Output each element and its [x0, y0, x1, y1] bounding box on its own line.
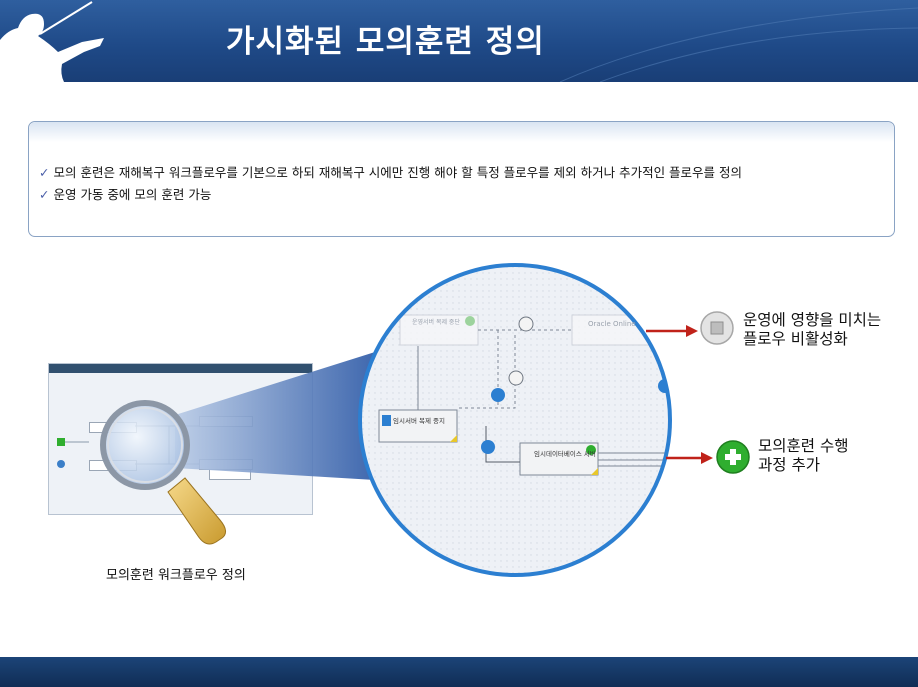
- disabled-node: [399, 314, 479, 346]
- disable-icon: [700, 311, 734, 345]
- zoom-circle-border: [358, 263, 672, 577]
- workflow-node: [519, 442, 599, 476]
- bullet-item: ✓모의 훈련은 재해복구 워크플로우를 기본으로 하되 재해복구 시에만 진행 …: [39, 162, 742, 181]
- annotation-add-step: 모의훈련 수행 과정 추가: [758, 437, 849, 475]
- footer-bar: [0, 657, 918, 687]
- bullet-item: ✓운영 가동 중에 모의 훈련 가능: [39, 184, 211, 203]
- annotation-disable-flow: 운영에 영향을 미치는 플로우 비활성화: [743, 311, 881, 349]
- thumbnail-caption: 모의훈련 워크플로우 정의: [106, 568, 246, 583]
- start-node-icon: [57, 438, 65, 446]
- arrow-add: [666, 452, 713, 464]
- thumbnail-titlebar: [49, 364, 312, 373]
- node-icon: [57, 460, 65, 468]
- header-banner: 가시화된 모의훈련 정의: [0, 0, 918, 82]
- add-icon: [716, 440, 750, 474]
- checkmark-icon: ✓: [39, 187, 50, 202]
- annotation-line: 운영에 영향을 미치는: [743, 311, 882, 329]
- info-box-band: [29, 122, 894, 142]
- node-label: 임시서버 복제 중지: [393, 416, 445, 425]
- server-icon: [382, 415, 391, 426]
- bullet-text: 운영 가동 중에 모의 훈련 가능: [53, 187, 212, 202]
- workflow-node: [378, 409, 458, 443]
- annotation-line: 모의훈련 수행: [758, 437, 849, 455]
- conductor-silhouette-icon: [0, 1, 104, 82]
- magnifier-icon: [100, 400, 226, 545]
- annotation-line: 과정 추가: [758, 456, 820, 474]
- cursor-hand-icon: [508, 370, 524, 386]
- node-label: 임시데이터베이스 서버: [534, 449, 596, 458]
- annotation-line: 플로우 비활성화: [743, 330, 848, 348]
- zoom-beam: [175, 352, 375, 480]
- page-title: 가시화된 모의훈련 정의: [226, 24, 545, 60]
- node-label: Oracle Online: [588, 320, 636, 328]
- info-box: ✓모의 훈련은 재해복구 워크플로우를 기본으로 하되 재해복구 시에만 진행 …: [28, 121, 895, 237]
- status-icon: [586, 445, 596, 455]
- status-icon: [465, 316, 475, 326]
- bullet-text: 모의 훈련은 재해복구 워크플로우를 기본으로 하되 재해복구 시에만 진행 해…: [53, 165, 743, 180]
- arrow-disable: [646, 325, 698, 337]
- cursor-hand-icon: [518, 316, 534, 332]
- cursor-hand-icon: [491, 388, 505, 402]
- checkmark-icon: ✓: [39, 165, 50, 180]
- node-label: 운영서버 복제 중단: [412, 318, 460, 326]
- cursor-hand-icon: [481, 440, 495, 454]
- header-decoration: [559, 7, 918, 82]
